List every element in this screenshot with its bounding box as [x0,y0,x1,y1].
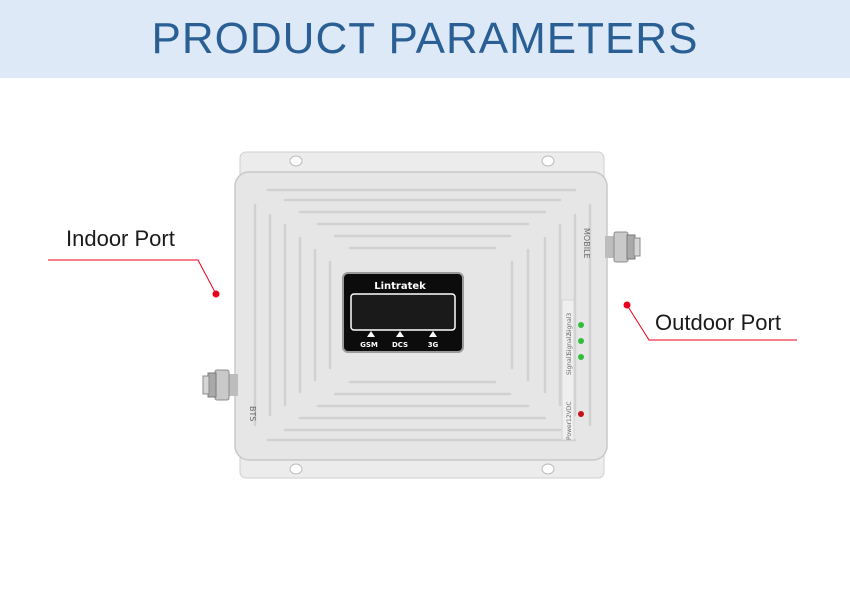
indoor-port-label: BTS [248,406,257,421]
outdoor-port-label: MOBILE [582,228,591,259]
signal3-led-icon [578,322,584,328]
brand-logo: Lintratek [374,281,426,292]
power-voltage-label: 12VDC [566,401,573,422]
indoor-callout-line [48,259,220,298]
indoor-connector-icon: BTS [202,369,257,421]
signal1-led-icon [578,354,584,360]
outdoor-callout-line [623,301,797,341]
outdoor-connector-icon: MOBILE [582,228,641,263]
lcd-display: Lintratek GSM DCS 3G [342,272,464,353]
band-label-gsm: GSM [360,341,378,349]
indicator-label-signal1: Signal1 [566,353,573,375]
outdoor-port-callout: Outdoor Port [655,310,781,335]
signal2-led-icon [578,338,584,344]
band-label-3g: 3G [428,341,439,349]
outdoor-callout-dot-icon [623,301,631,309]
band-label-dcs: DCS [392,341,408,349]
header-banner: PRODUCT PARAMETERS [0,0,850,78]
indicator-label-signal3: Signal3 [566,313,573,335]
indicator-panel: Signal3 Signal2 Signal1 12VDC Power [561,299,584,441]
indoor-callout-dot-icon [212,290,220,298]
power-label: Power [566,421,573,440]
indoor-port-callout: Indoor Port [66,226,175,251]
power-led-icon [578,411,584,417]
page-title: PRODUCT PARAMETERS [151,14,699,63]
indicator-label-signal2: Signal2 [566,333,573,355]
